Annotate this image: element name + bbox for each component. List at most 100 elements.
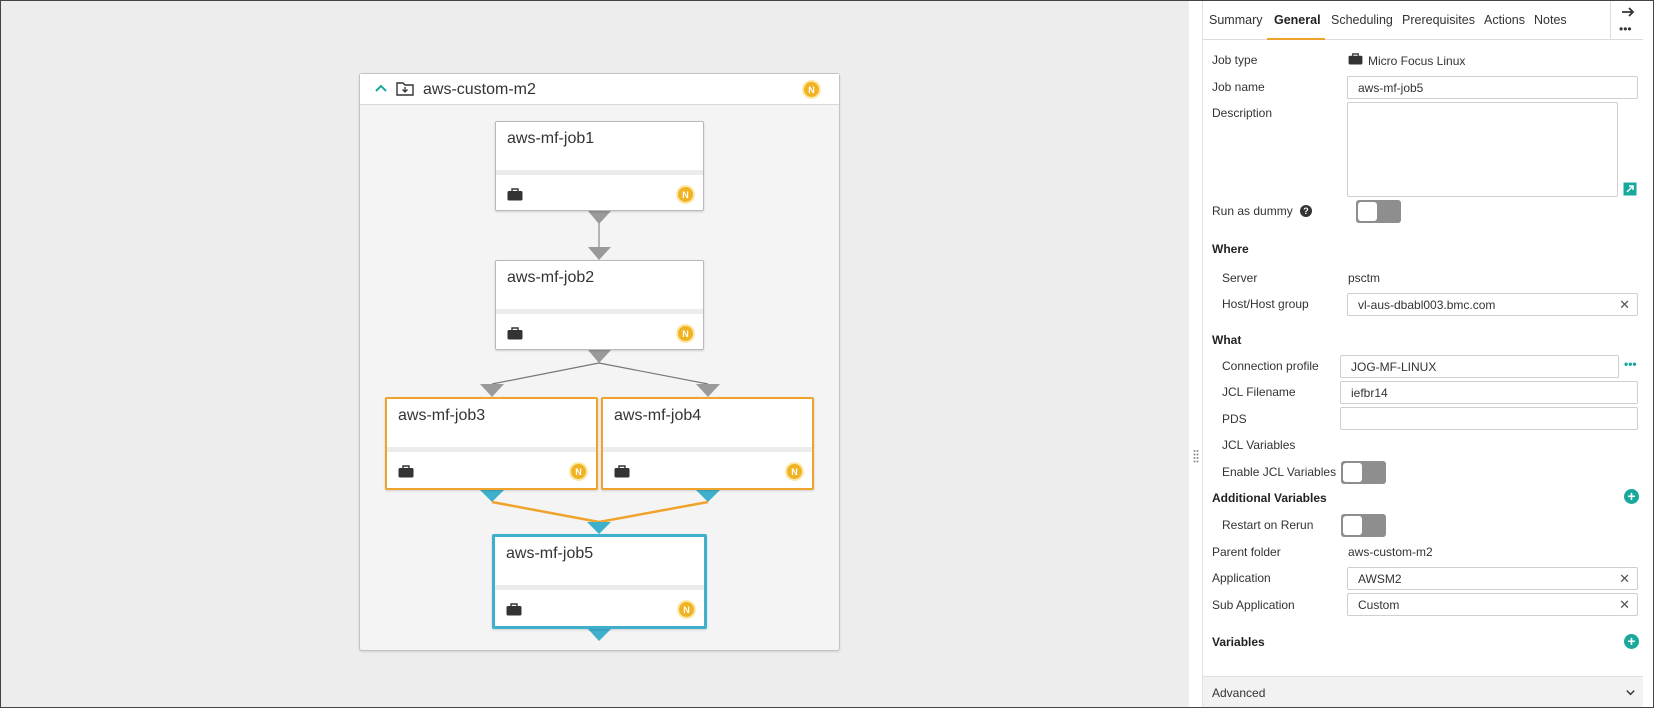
- new-status-badge: N: [679, 602, 694, 617]
- clear-icon[interactable]: ✕: [1619, 597, 1630, 612]
- clear-icon[interactable]: ✕: [1619, 571, 1630, 586]
- tab-summary[interactable]: Summary: [1209, 13, 1263, 27]
- new-status-badge: N: [678, 187, 693, 202]
- host-label: Host/Host group: [1222, 297, 1309, 311]
- description-label: Description: [1212, 106, 1273, 120]
- pds-field[interactable]: [1340, 407, 1638, 430]
- application-label: Application: [1212, 571, 1271, 585]
- enable-jcl-variables-toggle[interactable]: [1341, 461, 1386, 484]
- new-status-badge: N: [804, 82, 819, 97]
- divider: [496, 309, 703, 314]
- chevron-down-icon[interactable]: [1625, 687, 1636, 698]
- briefcase-icon: [506, 603, 522, 616]
- enable-jcl-variables-label: Enable JCL Variables: [1222, 465, 1337, 479]
- server-value: psctm: [1348, 271, 1381, 285]
- run-as-dummy-label: Run as dummy: [1212, 204, 1293, 218]
- sub-application-field[interactable]: Custom ✕: [1347, 593, 1638, 616]
- job-name-value: aws-mf-job5: [1358, 81, 1424, 95]
- variables-section-title: Variables: [1212, 635, 1265, 649]
- run-as-dummy-toggle[interactable]: [1356, 200, 1401, 223]
- sub-application-value: Custom: [1358, 598, 1400, 612]
- advanced-label: Advanced: [1212, 686, 1266, 700]
- description-textarea[interactable]: [1347, 102, 1618, 197]
- host-field[interactable]: vl-aus-dbabl003.bmc.com ✕: [1347, 293, 1638, 316]
- briefcase-icon: [1348, 53, 1363, 65]
- new-status-badge: N: [571, 464, 586, 479]
- restart-on-rerun-toggle[interactable]: [1341, 514, 1386, 537]
- advanced-section-header[interactable]: Advanced: [1203, 676, 1643, 707]
- parent-folder-value: aws-custom-m2: [1348, 545, 1433, 559]
- server-label: Server: [1222, 271, 1258, 285]
- job-name: aws-mf-job5: [506, 545, 594, 562]
- arrow-right-icon[interactable]: [1621, 5, 1635, 19]
- clear-icon[interactable]: ✕: [1619, 297, 1630, 312]
- job-node[interactable]: aws-mf-job3 N: [385, 397, 598, 490]
- connection-profile-field[interactable]: JOG-MF-LINUX: [1340, 355, 1619, 378]
- job-node-selected[interactable]: aws-mf-job5 N: [492, 534, 707, 629]
- new-status-badge: N: [787, 464, 802, 479]
- expand-icon[interactable]: [1623, 182, 1637, 196]
- help-icon[interactable]: ?: [1300, 205, 1312, 217]
- job-node[interactable]: aws-mf-job2 N: [495, 260, 704, 350]
- new-status-badge: N: [678, 326, 693, 341]
- properties-panel: Summary General Scheduling Prerequisites…: [1202, 1, 1643, 707]
- application-field[interactable]: AWSM2 ✕: [1347, 567, 1638, 590]
- connection-profile-label: Connection profile: [1222, 359, 1319, 373]
- job-name-label: Job name: [1212, 80, 1265, 94]
- divider: [603, 447, 812, 452]
- job-node[interactable]: aws-mf-job4 N: [601, 397, 814, 490]
- chevron-up-icon[interactable]: [374, 81, 388, 95]
- job-node[interactable]: aws-mf-job1 N: [495, 121, 704, 211]
- tab-scheduling[interactable]: Scheduling: [1331, 13, 1393, 27]
- panel-splitter[interactable]: [1189, 1, 1202, 707]
- active-tab-indicator: [1267, 38, 1325, 40]
- panel-tools: •••: [1610, 1, 1644, 40]
- add-variable-button[interactable]: +: [1624, 634, 1639, 649]
- toggle-knob: [1358, 202, 1377, 221]
- tab-notes[interactable]: Notes: [1534, 13, 1567, 27]
- job-name: aws-mf-job2: [507, 269, 595, 286]
- connection-profile-value: JOG-MF-LINUX: [1351, 360, 1437, 374]
- tab-prerequisites[interactable]: Prerequisites: [1402, 13, 1475, 27]
- folder-icon: [396, 82, 414, 96]
- parent-folder-label: Parent folder: [1212, 545, 1281, 559]
- divider: [387, 447, 596, 452]
- more-options-icon[interactable]: •••: [1624, 357, 1637, 371]
- toggle-knob: [1343, 516, 1362, 535]
- job-type-label: Job type: [1212, 53, 1258, 67]
- drag-handle-icon[interactable]: [1193, 449, 1199, 463]
- pds-label: PDS: [1222, 412, 1247, 426]
- briefcase-icon: [507, 327, 523, 340]
- jcl-filename-label: JCL Filename: [1222, 385, 1296, 399]
- sub-application-label: Sub Application: [1212, 598, 1295, 612]
- application-value: AWSM2: [1358, 572, 1402, 586]
- divider: [496, 170, 703, 175]
- jcl-filename-value: iefbr14: [1351, 386, 1388, 400]
- tab-actions[interactable]: Actions: [1484, 13, 1525, 27]
- what-section-title: What: [1212, 333, 1242, 347]
- folder-title: aws-custom-m2: [423, 81, 536, 98]
- jcl-variables-label: JCL Variables: [1222, 438, 1296, 452]
- restart-on-rerun-label: Restart on Rerun: [1222, 518, 1314, 532]
- more-options-icon[interactable]: •••: [1619, 22, 1632, 36]
- where-section-title: Where: [1212, 242, 1249, 256]
- flow-canvas[interactable]: aws-custom-m2 N aws-mf-job: [1, 1, 1189, 707]
- briefcase-icon: [507, 188, 523, 201]
- divider: [495, 585, 704, 590]
- additional-variables-section-title: Additional Variables: [1212, 491, 1327, 505]
- folder-header[interactable]: aws-custom-m2 N: [360, 74, 839, 105]
- jcl-filename-field[interactable]: iefbr14: [1340, 381, 1638, 404]
- job-name: aws-mf-job3: [398, 407, 486, 424]
- tab-general[interactable]: General: [1274, 13, 1321, 27]
- job-name: aws-mf-job1: [507, 130, 595, 147]
- briefcase-icon: [614, 465, 630, 478]
- add-additional-variable-button[interactable]: +: [1624, 489, 1639, 504]
- toggle-knob: [1343, 463, 1362, 482]
- job-name-field[interactable]: aws-mf-job5: [1347, 76, 1638, 99]
- briefcase-icon: [398, 465, 414, 478]
- host-value: vl-aus-dbabl003.bmc.com: [1358, 298, 1496, 312]
- job-type-value: Micro Focus Linux: [1368, 54, 1466, 68]
- tab-bar: Summary General Scheduling Prerequisites…: [1203, 1, 1643, 40]
- job-name: aws-mf-job4: [614, 407, 702, 424]
